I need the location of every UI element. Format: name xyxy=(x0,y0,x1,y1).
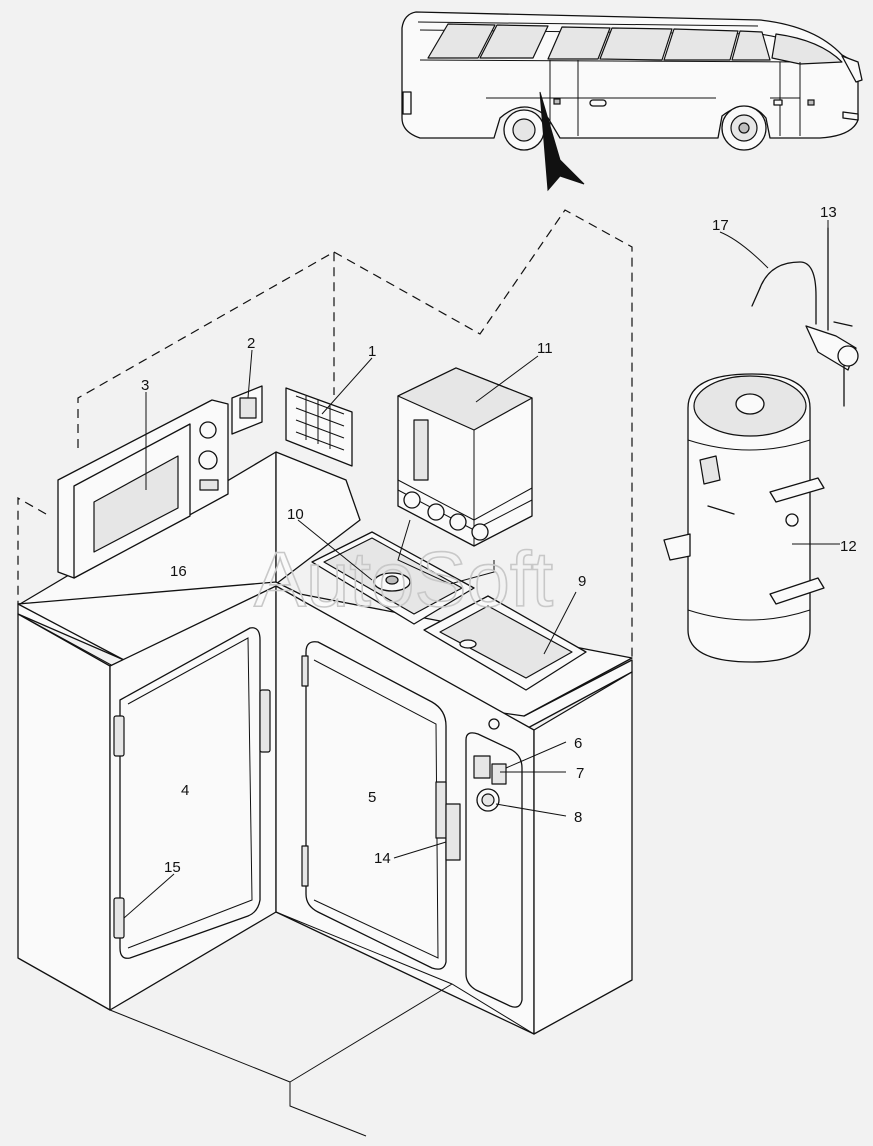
callout-6: 6 xyxy=(574,735,582,752)
callout-3: 3 xyxy=(141,377,149,394)
door-center xyxy=(305,641,447,970)
leader-lines xyxy=(123,220,840,919)
callout-10: 10 xyxy=(287,506,304,523)
bus-overview xyxy=(401,11,863,192)
callout-1: 1 xyxy=(368,343,376,360)
callout-5: 5 xyxy=(368,789,376,806)
callout-11: 11 xyxy=(537,340,553,357)
callout-labels: 1 2 3 4 5 6 7 8 9 10 11 12 13 14 15 16 1… xyxy=(141,204,857,876)
pointer-arrow xyxy=(539,91,585,192)
callout-2: 2 xyxy=(247,335,255,352)
callout-17: 17 xyxy=(712,217,729,234)
watermark: AutoSoft xyxy=(254,535,554,623)
sinks xyxy=(311,531,587,691)
callout-15: 15 xyxy=(164,859,181,876)
installation-boundary xyxy=(17,209,633,658)
wall-items xyxy=(57,385,353,579)
callout-16: 16 xyxy=(170,563,187,580)
callout-9: 9 xyxy=(578,573,586,590)
water-tank xyxy=(397,367,533,585)
door-left xyxy=(119,627,261,959)
callout-7: 7 xyxy=(576,765,584,782)
callout-4: 4 xyxy=(181,782,189,799)
callout-14: 14 xyxy=(374,850,391,867)
boiler-assembly xyxy=(663,227,859,663)
callout-12: 12 xyxy=(840,538,857,555)
callout-8: 8 xyxy=(574,809,582,826)
callout-13: 13 xyxy=(820,204,837,221)
